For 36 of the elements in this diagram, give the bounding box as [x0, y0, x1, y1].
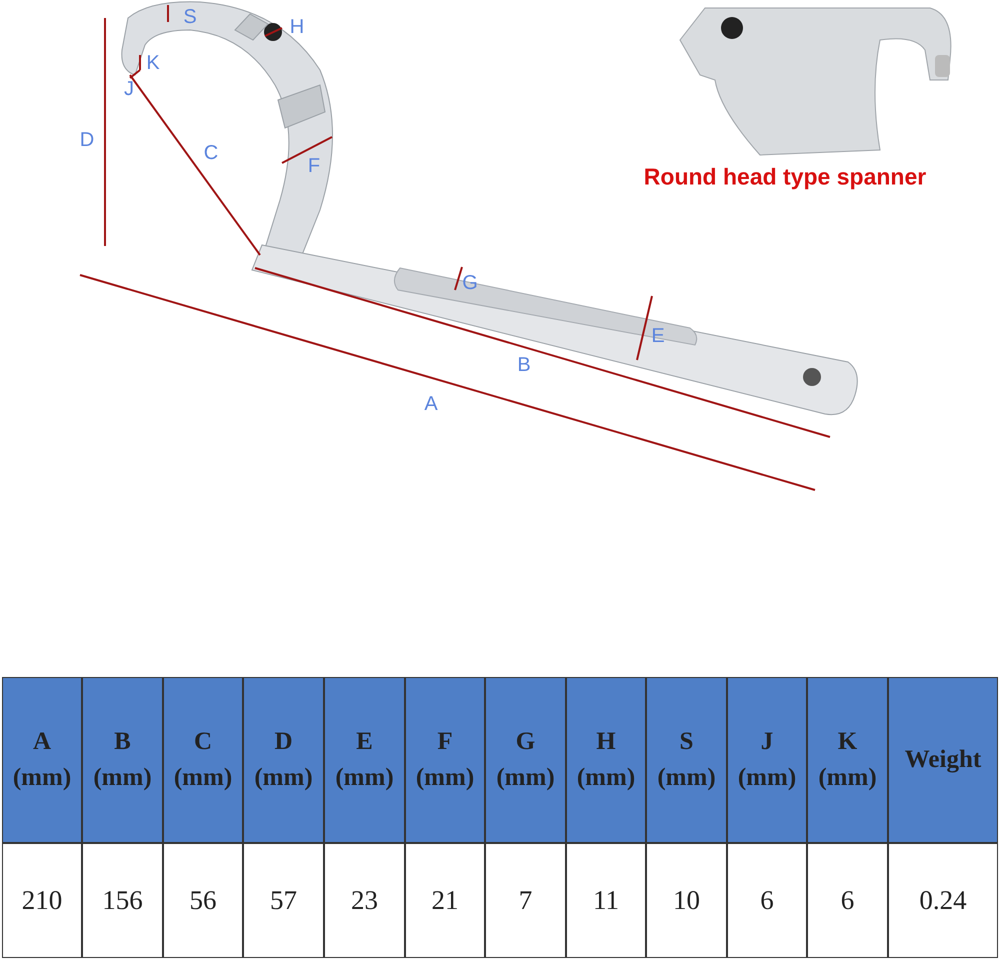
table-cell: 156: [82, 843, 163, 958]
table-header-cell: S (mm): [646, 677, 727, 843]
table-cell: 10: [646, 843, 727, 958]
dimension-label: A: [424, 394, 438, 414]
table-cell: 56: [163, 843, 243, 958]
table-cell: 7: [485, 843, 566, 958]
dimension-label: J: [124, 79, 134, 99]
table-cell: 210: [2, 843, 82, 958]
table-header-cell: B (mm): [82, 677, 163, 843]
dimension-label: F: [308, 156, 320, 176]
table-cell: 21: [405, 843, 485, 958]
dimension-label: B: [517, 355, 531, 375]
table-cell: 6: [727, 843, 807, 958]
dimension-label: K: [146, 53, 160, 73]
table-header-cell: F (mm): [405, 677, 485, 843]
dimension-label: C: [204, 143, 218, 163]
dimension-label: S: [183, 7, 197, 27]
table-header-cell: K (mm): [807, 677, 888, 843]
table-header-cell: D (mm): [243, 677, 324, 843]
table-cell: 6: [807, 843, 888, 958]
dimension-label: H: [290, 17, 304, 37]
dimension-label: G: [462, 273, 478, 293]
table-header-cell: E (mm): [324, 677, 405, 843]
caption: Round head type spanner: [644, 164, 926, 190]
table-header-cell: G (mm): [485, 677, 566, 843]
table-header-cell: A (mm): [2, 677, 82, 843]
table-header-cell: C (mm): [163, 677, 243, 843]
table-cell: 23: [324, 843, 405, 958]
table-cell: 0.24: [888, 843, 998, 958]
dimension-label: E: [651, 326, 665, 346]
table-cell: 11: [566, 843, 646, 958]
table-header-cell: Weight: [888, 677, 998, 843]
table-header-cell: H (mm): [566, 677, 646, 843]
dimension-label: D: [80, 130, 94, 150]
table-header-cell: J (mm): [727, 677, 807, 843]
table-cell: 57: [243, 843, 324, 958]
